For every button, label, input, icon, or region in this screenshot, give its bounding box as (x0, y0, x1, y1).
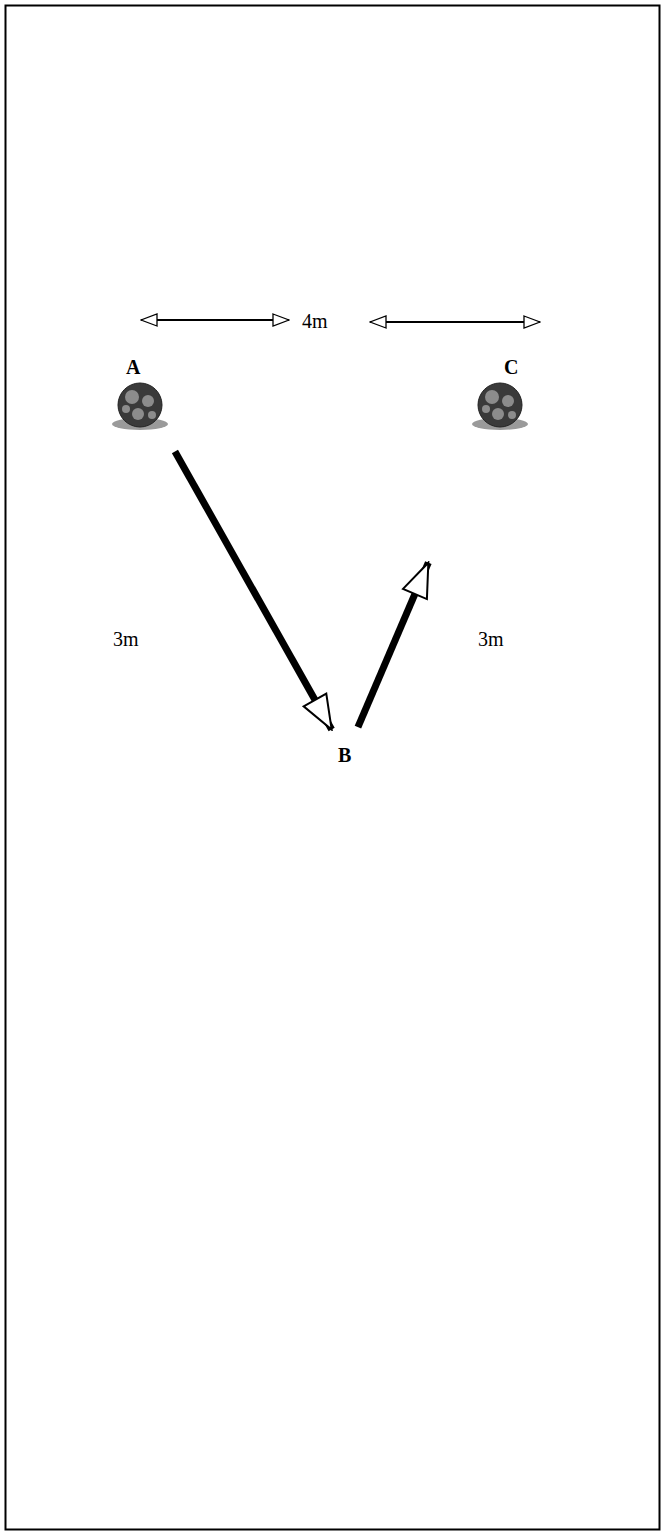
distance-label: 3m (478, 628, 504, 650)
position-letter: A (126, 356, 140, 378)
ball-patch (148, 411, 156, 419)
dimension-arrow (370, 321, 540, 323)
ball-patch (485, 390, 499, 404)
ball-patch (482, 405, 490, 413)
player-cone: C (470, 352, 532, 434)
dimension-arrow (141, 319, 289, 321)
ball-patch (142, 395, 154, 407)
distance-label: 3m (113, 628, 139, 650)
ball-patch (132, 408, 144, 420)
pass-arrow (358, 563, 428, 727)
ball-patch (502, 395, 514, 407)
ball-body (478, 383, 522, 427)
football-icon (112, 352, 172, 434)
ball-patch (492, 408, 504, 420)
distance-label: 4m (302, 310, 328, 332)
ball-patch (125, 390, 139, 404)
player-cone: A (112, 352, 172, 434)
position-letter: C (504, 356, 518, 378)
pass-arrow (175, 451, 332, 729)
ball-patch (508, 411, 516, 419)
football-icon (470, 352, 532, 434)
page-border (6, 6, 660, 1530)
ball-body (118, 383, 162, 427)
player-cone: B (331, 740, 361, 770)
position-letter: B (338, 744, 351, 766)
ball-patch (122, 405, 130, 413)
